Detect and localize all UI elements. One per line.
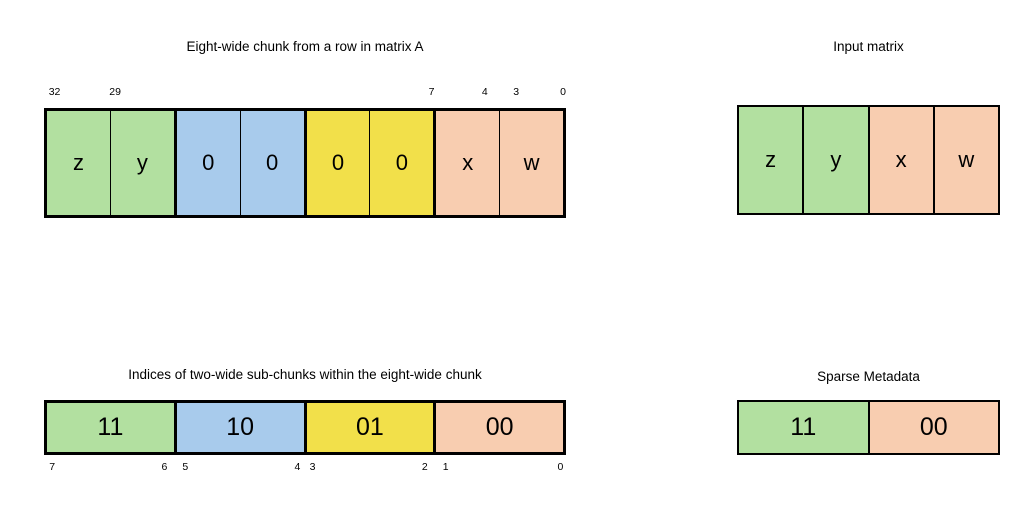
chunk-cell: 0 [303,111,370,215]
bit-index-label: 29 [109,86,121,98]
sparse-metadata-title: Sparse Metadata [817,369,920,384]
bit-index-label: 4 [294,461,301,473]
bit-index-label: 4 [481,86,488,98]
input-matrix-cell: z [739,107,803,213]
bit-index-label: 3 [309,461,316,473]
input-matrix-cell: w [932,107,998,213]
chunk-cell: w [499,111,563,215]
bit-index-label: 7 [49,461,56,473]
sparse-metadata-cell: 11 [739,402,868,453]
sub-chunk-indices-title: Indices of two-wide sub-chunks within th… [128,367,482,382]
input-matrix-cell: x [867,107,933,213]
eight-wide-chunk-bit-ticks: 32 29 7 4 3 0 [44,86,566,102]
bit-index-label: 7 [428,86,435,98]
index-cell: 11 [47,403,174,452]
index-cell: 01 [303,403,434,452]
chunk-cell: 0 [239,111,304,215]
index-cell: 00 [433,403,563,452]
chunk-cell: 0 [173,111,240,215]
bit-index-label: 5 [182,461,189,473]
chunk-cell: z [47,111,110,215]
chunk-cell: y [109,111,174,215]
eight-wide-chunk-title: Eight-wide chunk from a row in matrix A [186,39,424,54]
bit-index-label: 3 [513,86,520,98]
index-cell: 10 [173,403,304,452]
bit-index-label: 0 [560,86,566,98]
input-matrix-cell: y [802,107,868,213]
bit-index-label: 0 [557,461,564,473]
input-matrix-title: Input matrix [833,39,904,54]
bit-index-label: 6 [161,461,168,473]
chunk-cell: 0 [369,111,434,215]
bit-index-label: 2 [421,461,428,473]
bit-index-label: 32 [48,86,61,98]
chunk-cell: x [433,111,500,215]
bit-index-label: 1 [442,461,449,473]
sparse-metadata-cell: 00 [867,402,998,453]
